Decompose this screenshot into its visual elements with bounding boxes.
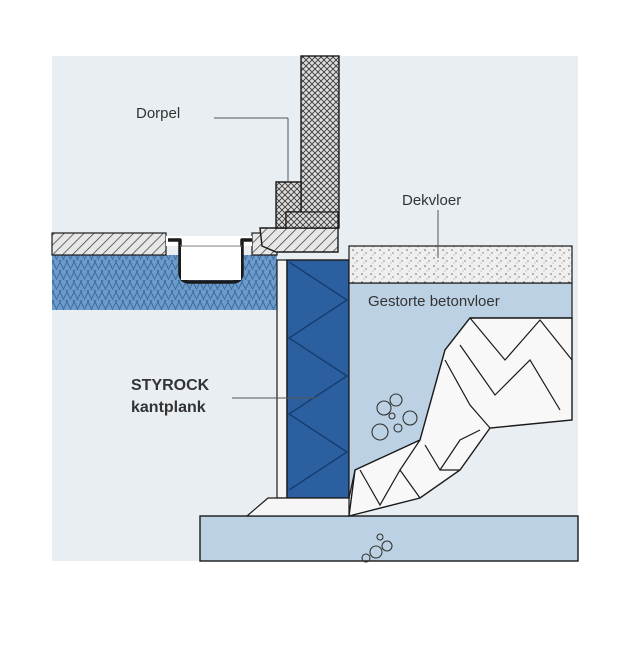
wall-frame — [275, 55, 340, 229]
label-kantplank: kantplank — [131, 399, 206, 416]
threshold-sill — [259, 227, 339, 253]
plank-base — [245, 497, 350, 517]
label-dekvloer: Dekvloer — [402, 192, 461, 209]
leader-lines — [214, 117, 439, 399]
drainage-gutter — [166, 236, 252, 284]
screed-layer — [348, 245, 573, 284]
label-styrock: STYROCK — [131, 377, 210, 394]
eps-zigzag-form — [348, 317, 573, 517]
facing-strip — [276, 259, 288, 499]
label-betonvloer: Gestorte betonvloer — [368, 293, 500, 310]
label-dorpel: Dorpel — [136, 105, 180, 122]
styrock-insulation-plank — [286, 259, 350, 499]
foundation-block — [199, 515, 579, 563]
